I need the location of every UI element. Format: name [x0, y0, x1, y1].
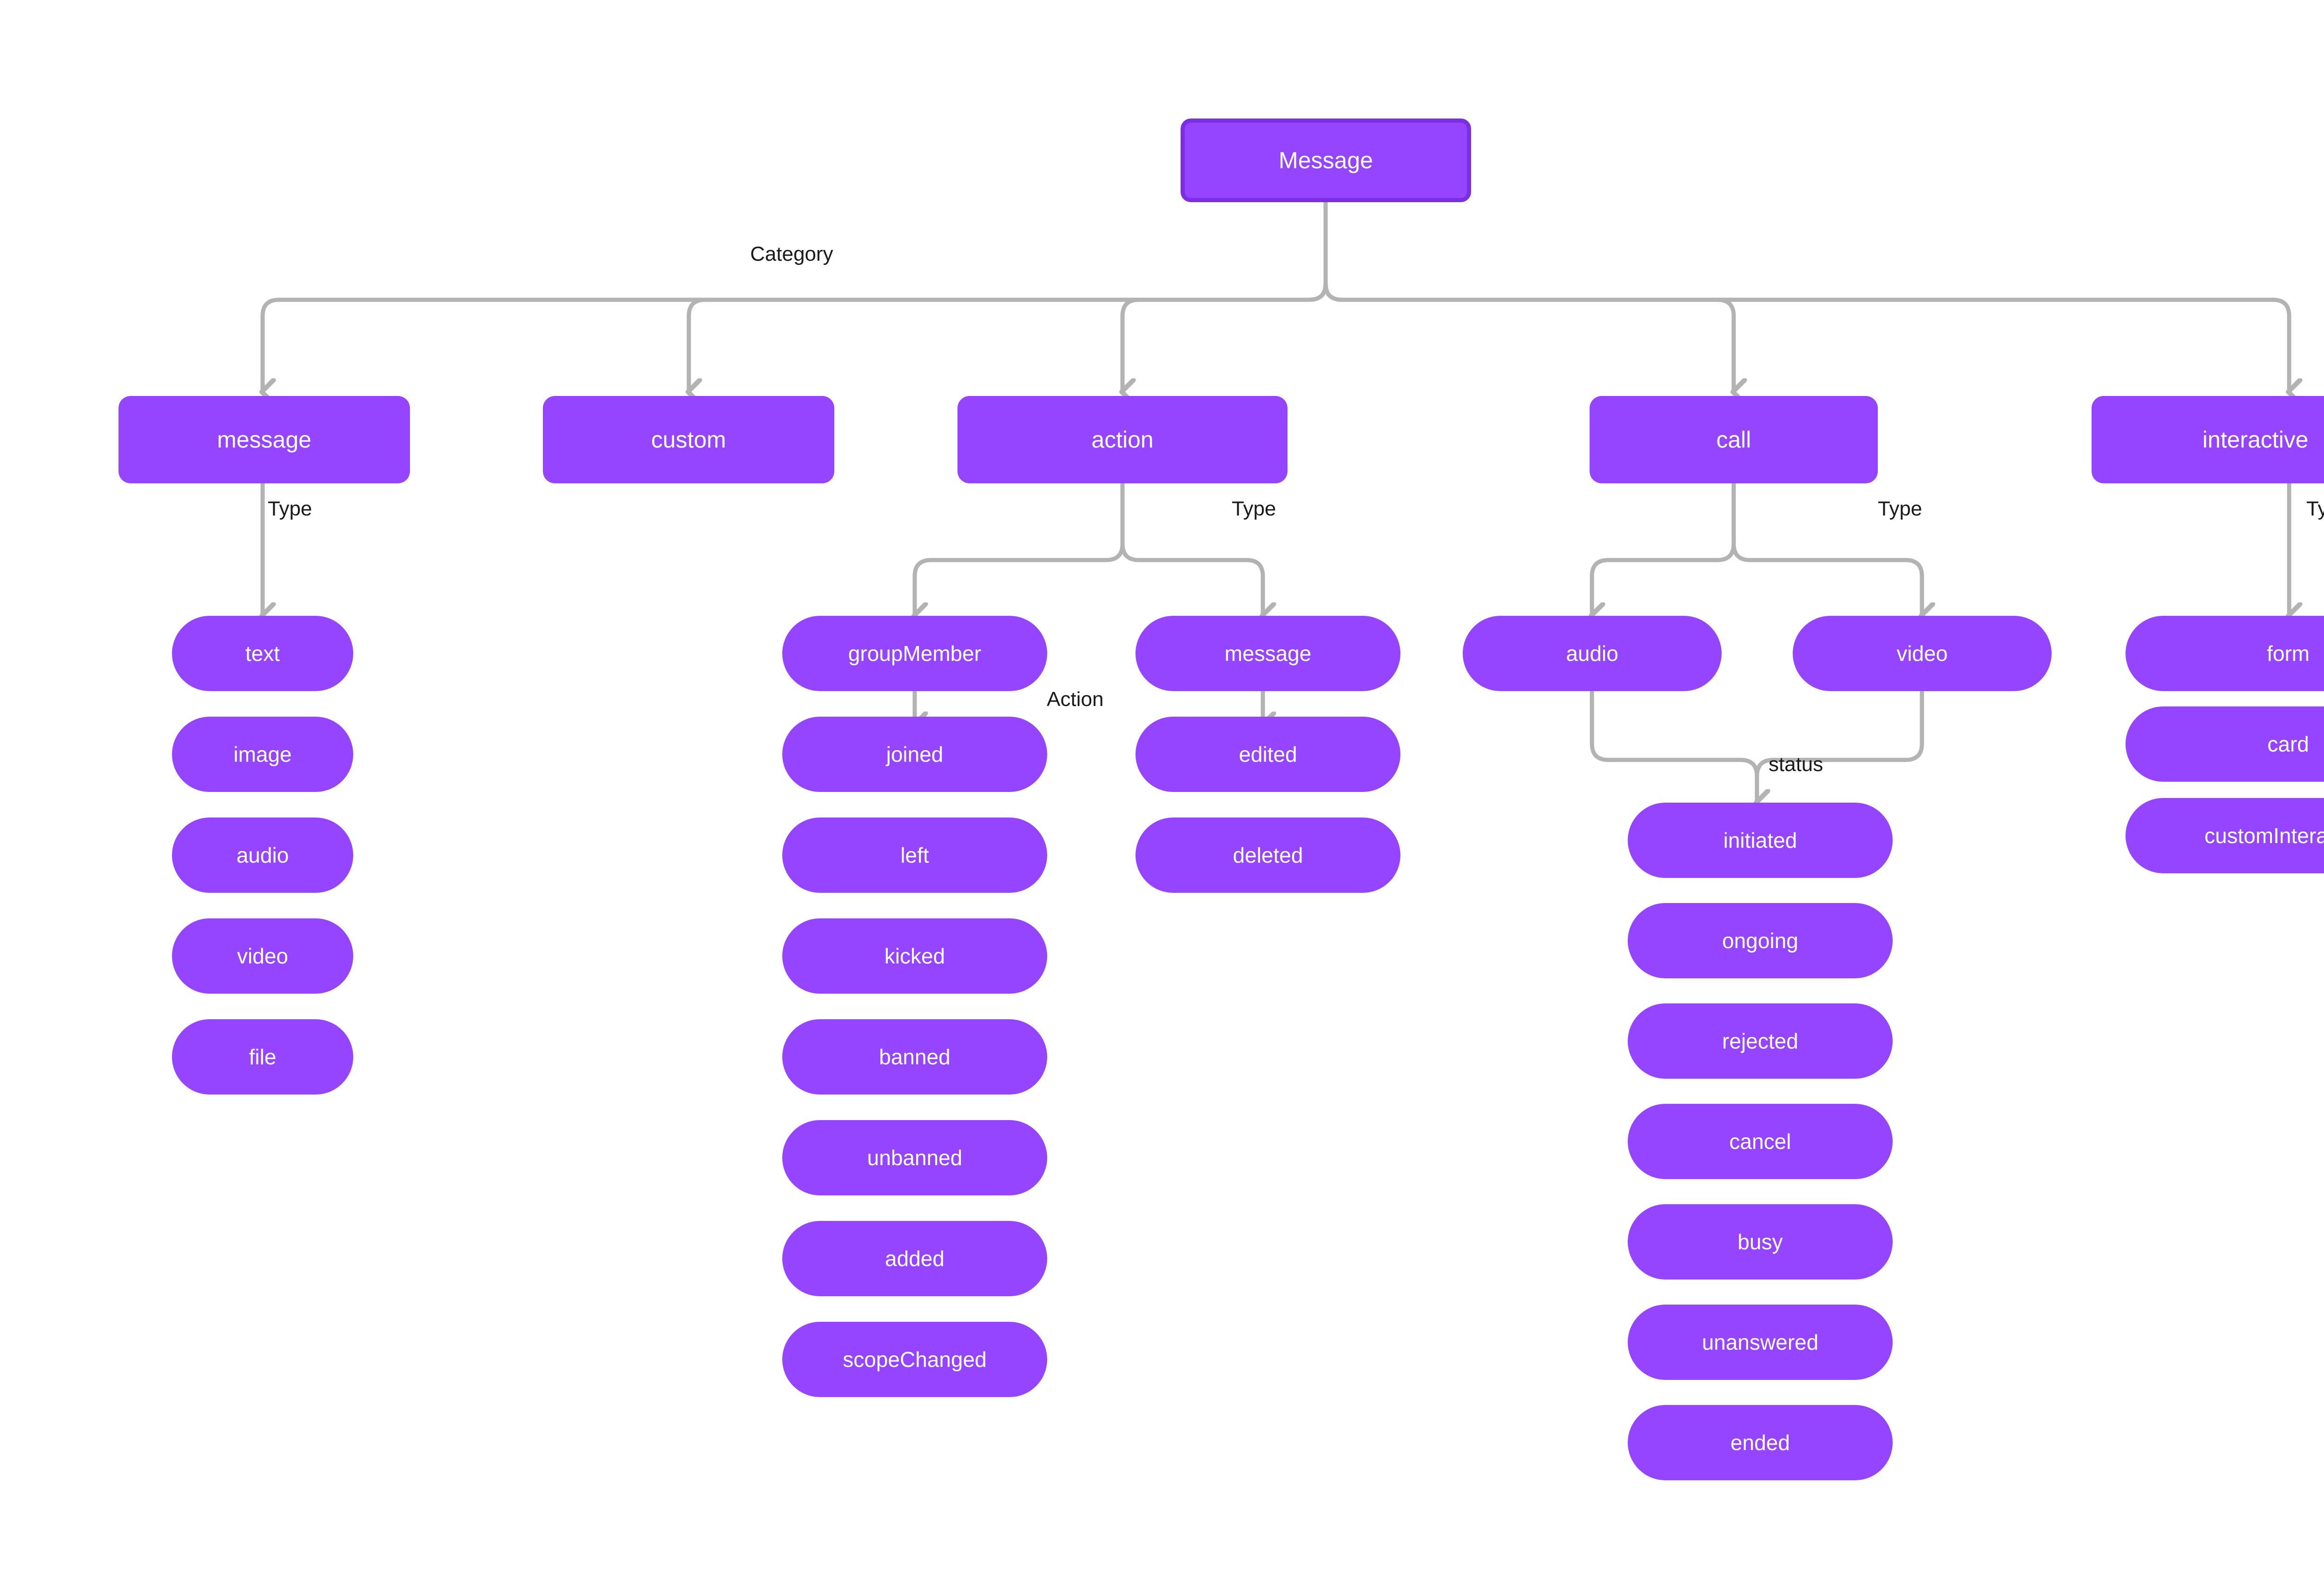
interactive-type-form[interactable]: form: [2126, 616, 2324, 691]
message-type-label: audio: [236, 843, 289, 867]
call-type-label: video: [1896, 641, 1948, 666]
groupmember-action-label: left: [900, 843, 929, 867]
groupmember-action-kicked[interactable]: kicked: [782, 918, 1047, 994]
message-type-label: text: [245, 641, 280, 666]
groupmember-action-label: joined: [886, 742, 944, 766]
message-action-label: edited: [1239, 742, 1297, 766]
groupmember-action-left[interactable]: left: [782, 818, 1047, 893]
groupmember-action-added[interactable]: added: [782, 1221, 1047, 1296]
groupmember-action-label: unbanned: [867, 1145, 963, 1170]
root-node-message[interactable]: Message: [1181, 119, 1471, 202]
call-status-ongoing[interactable]: ongoing: [1628, 903, 1893, 978]
category-node-message[interactable]: message: [119, 396, 410, 483]
call-status-rejected[interactable]: rejected: [1628, 1003, 1893, 1079]
message-type-video[interactable]: video: [172, 918, 353, 994]
message-type-label: video: [237, 943, 288, 968]
call-status-initiated[interactable]: initiated: [1628, 803, 1893, 878]
groupmember-action-label: kicked: [884, 943, 945, 968]
message-type-label: file: [249, 1044, 277, 1069]
groupmember-action-label: added: [885, 1246, 944, 1271]
category-node-label: message: [217, 426, 311, 453]
action-type-message[interactable]: message: [1136, 616, 1400, 691]
message-type-image[interactable]: image: [172, 717, 353, 792]
edge-label-type-interactive: Type: [2306, 497, 2324, 520]
call-status-unanswered[interactable]: unanswered: [1628, 1305, 1893, 1380]
interactive-type-card[interactable]: card: [2126, 706, 2324, 782]
category-node-interactive[interactable]: interactive: [2092, 396, 2324, 483]
groupmember-action-scopechanged[interactable]: scopeChanged: [782, 1322, 1047, 1397]
edge-label-category: Category: [750, 243, 833, 265]
interactive-type-custominteractive[interactable]: customInteractive: [2126, 798, 2324, 873]
call-status-label: initiated: [1723, 828, 1797, 852]
call-type-video[interactable]: video: [1793, 616, 2052, 691]
groupmember-action-banned[interactable]: banned: [782, 1019, 1047, 1095]
interactive-type-label: form: [2267, 641, 2310, 666]
root-node-label: Message: [1279, 147, 1373, 173]
interactive-type-label: customInteractive: [2204, 823, 2324, 848]
groupmember-action-unbanned[interactable]: unbanned: [782, 1120, 1047, 1195]
message-action-edited[interactable]: edited: [1136, 717, 1400, 792]
message-type-file[interactable]: file: [172, 1019, 353, 1095]
action-type-label: groupMember: [848, 641, 982, 666]
category-node-label: call: [1716, 426, 1751, 453]
category-node-label: custom: [651, 426, 726, 453]
action-type-label: message: [1224, 641, 1312, 666]
edge-label-status-call: status: [1769, 753, 1823, 776]
call-status-label: ended: [1730, 1430, 1790, 1455]
call-status-ended[interactable]: ended: [1628, 1405, 1893, 1480]
call-status-label: busy: [1737, 1229, 1783, 1254]
edge-label-type-message: Type: [268, 497, 312, 520]
edge-label-type-action: Type: [1232, 497, 1276, 520]
category-node-label: interactive: [2202, 426, 2309, 453]
category-node-call[interactable]: call: [1590, 396, 1878, 483]
call-status-busy[interactable]: busy: [1628, 1204, 1893, 1280]
message-action-deleted[interactable]: deleted: [1136, 818, 1400, 893]
call-status-cancel[interactable]: cancel: [1628, 1104, 1893, 1179]
groupmember-action-label: scopeChanged: [843, 1347, 987, 1372]
edge-label-action: Action: [1047, 688, 1104, 711]
interactive-type-label: card: [2267, 732, 2309, 756]
call-status-label: rejected: [1722, 1029, 1798, 1053]
category-node-action[interactable]: action: [957, 396, 1287, 483]
category-node-custom[interactable]: custom: [543, 396, 834, 483]
call-status-label: cancel: [1729, 1129, 1791, 1154]
groupmember-action-label: banned: [879, 1044, 951, 1069]
message-type-audio[interactable]: audio: [172, 818, 353, 893]
call-status-label: unanswered: [1702, 1330, 1819, 1354]
call-status-label: ongoing: [1722, 928, 1798, 953]
message-type-label: image: [233, 742, 292, 766]
message-action-label: deleted: [1233, 843, 1303, 867]
category-node-label: action: [1091, 426, 1154, 453]
groupmember-action-joined[interactable]: joined: [782, 717, 1047, 792]
message-type-text[interactable]: text: [172, 616, 353, 691]
call-type-label: audio: [1566, 641, 1618, 666]
call-type-audio[interactable]: audio: [1463, 616, 1722, 691]
edge-label-type-call: Type: [1878, 497, 1922, 520]
action-type-groupmember[interactable]: groupMember: [782, 616, 1047, 691]
